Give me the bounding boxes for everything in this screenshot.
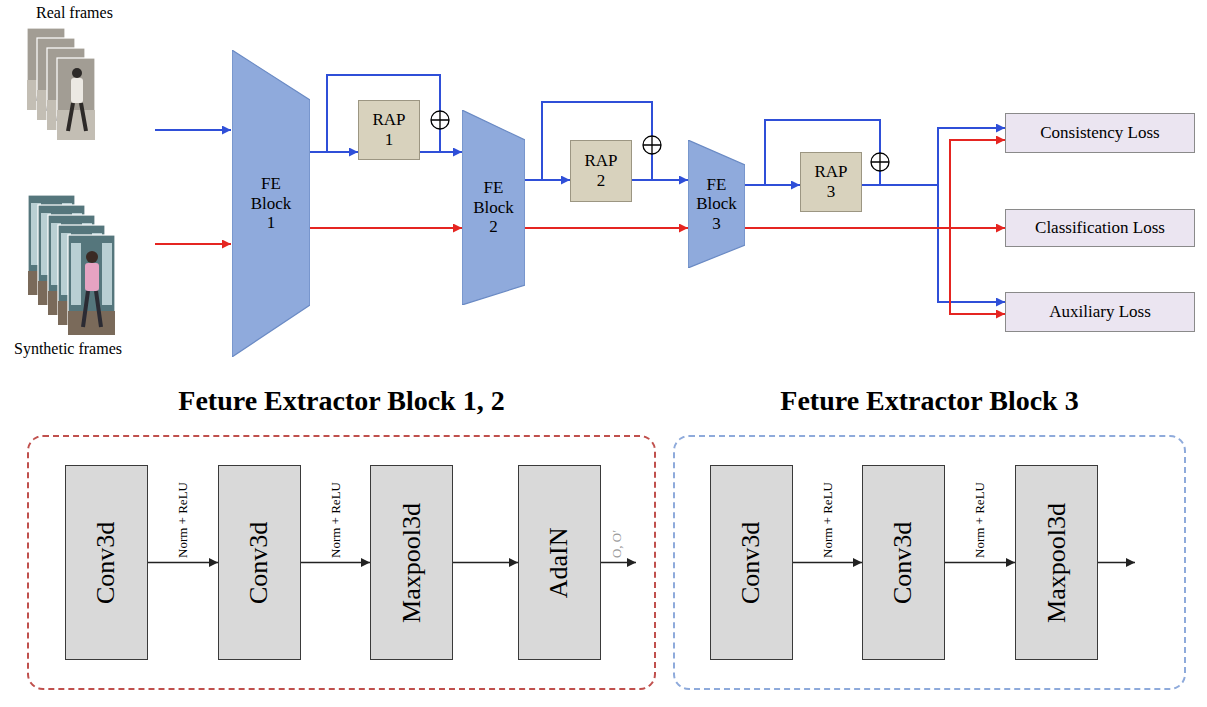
connector: [310, 151, 358, 153]
layer-box: Conv3d: [65, 465, 148, 660]
node-label: RAP 3: [810, 162, 852, 201]
node-label: Conv3d: [889, 521, 919, 603]
connector: [945, 562, 1015, 564]
loss-box: Auxiliary Loss: [1005, 292, 1195, 332]
connector: [862, 128, 1005, 185]
feature-extractor-block: FE Block 1: [232, 50, 310, 357]
output-arrow: [1097, 562, 1135, 564]
connector: [301, 562, 370, 564]
rap-module: RAP 3: [800, 152, 862, 212]
layer-box: Maxpool3d: [1015, 465, 1098, 660]
connector: [420, 151, 462, 153]
edge-label: Norm + ReLU: [973, 482, 988, 558]
output-label: O, O′: [610, 529, 625, 557]
node-label: Maxpool3d: [1042, 503, 1072, 623]
edge-label: Norm + ReLU: [328, 482, 343, 558]
trapezoid-outline: [232, 50, 310, 357]
loss-box: Consistency Loss: [1005, 113, 1195, 153]
node-label: RAP 1: [368, 110, 410, 149]
layer-box: Maxpool3d: [370, 465, 453, 660]
node-label: FE Block 3: [694, 175, 740, 234]
skip-line: [879, 171, 881, 185]
input-label: Real frames: [36, 4, 113, 22]
layer-box: AdaIN: [518, 465, 601, 660]
node-label: Auxiliary Loss: [1049, 302, 1151, 322]
node-label: AdaIN: [545, 527, 575, 598]
connector: [310, 227, 462, 229]
connector: [453, 562, 518, 564]
input-arrow: [155, 129, 231, 131]
node-label: RAP 2: [580, 151, 622, 190]
rap-module: RAP 1: [358, 100, 420, 160]
layer-box: Conv3d: [710, 465, 793, 660]
loss-box: Classification Loss: [1005, 209, 1195, 247]
node-label: Conv3d: [245, 521, 275, 603]
output-arrow: [600, 562, 636, 564]
block-group: Feture Extractor Block 3Conv3dConv3dMaxp…: [673, 435, 1186, 690]
node-label: Conv3d: [92, 521, 122, 603]
node-label: Conv3d: [737, 521, 767, 603]
trapezoid-outline: [688, 140, 745, 268]
layer-box: Conv3d: [218, 465, 301, 660]
connector: [148, 562, 218, 564]
connector: [745, 184, 800, 186]
connector: [745, 228, 1005, 314]
node-label: Classification Loss: [1035, 218, 1165, 238]
node-label: FE Block 1: [248, 174, 294, 233]
feature-extractor-block: FE Block 2: [462, 110, 525, 305]
input-arrow: [155, 243, 231, 245]
edge-label: Norm + ReLU: [176, 482, 191, 558]
node-label: Maxpool3d: [397, 503, 427, 623]
block-group: Feture Extractor Block 1, 2Conv3dConv3dM…: [27, 435, 656, 690]
connector: [525, 179, 570, 181]
group-heading: Feture Extractor Block 1, 2: [29, 385, 654, 417]
node-label: FE Block 2: [471, 178, 517, 237]
connector: [632, 179, 688, 181]
node-label: Consistency Loss: [1040, 123, 1159, 143]
trapezoid-outline: [462, 110, 525, 305]
skip-line: [439, 129, 441, 152]
connector: [793, 562, 862, 564]
group-heading: Feture Extractor Block 3: [675, 385, 1184, 417]
video-frame: [68, 235, 115, 335]
edge-label: Norm + ReLU: [820, 482, 835, 558]
layer-box: Conv3d: [862, 465, 945, 660]
input-label: Synthetic frames: [14, 340, 122, 358]
connector: [745, 140, 1005, 228]
rap-module: RAP 2: [570, 140, 632, 202]
connector: [525, 227, 688, 229]
video-frame: [57, 58, 95, 140]
connector: [862, 185, 1005, 302]
skip-line: [651, 154, 653, 180]
feature-extractor-block: FE Block 3: [688, 140, 745, 268]
